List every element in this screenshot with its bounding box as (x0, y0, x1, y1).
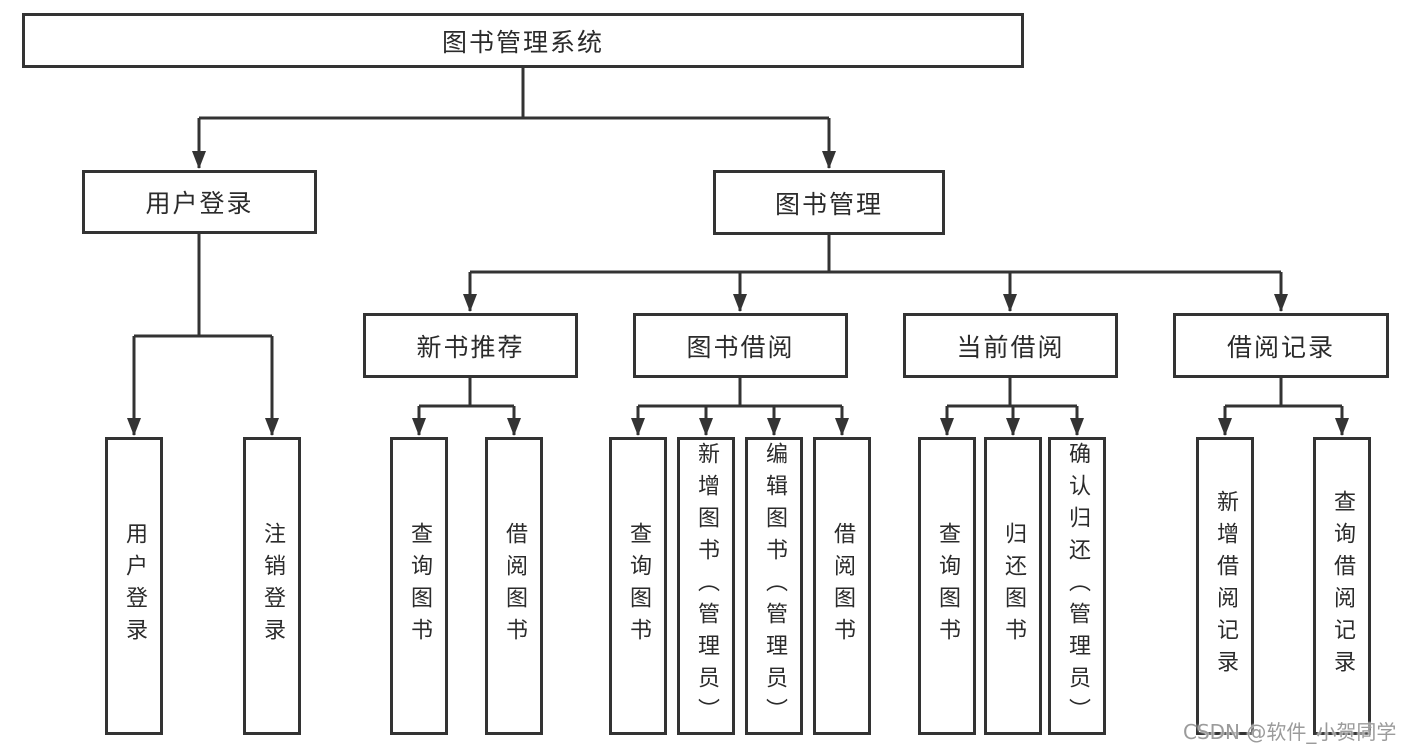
node-borrowing-records-label: 借阅记录 (1226, 332, 1335, 362)
node-borrowing-records: 借阅记录 (1173, 313, 1389, 378)
csdn-watermark: CSDN @软件_小贺同学 (1183, 720, 1397, 744)
leaf-query-books-current-label: 查询图书 (935, 522, 960, 650)
leaf-confirm-return-admin: 确认归还（管理员） (1048, 437, 1106, 735)
leaf-borrow-books-recommend: 借阅图书 (485, 437, 543, 735)
node-book-borrowing: 图书借阅 (633, 313, 848, 378)
leaf-user-login: 用户登录 (105, 437, 163, 735)
leaf-return-books-label: 归还图书 (1001, 522, 1026, 650)
leaf-query-books-borrowing: 查询图书 (609, 437, 667, 735)
leaf-user-login-label: 用户登录 (122, 522, 147, 650)
leaf-query-borrow-record: 查询借阅记录 (1313, 437, 1371, 735)
leaf-add-books-admin: 新增图书（管理员） (677, 437, 735, 735)
node-new-book-recommendation: 新书推荐 (363, 313, 578, 378)
leaf-query-books-current: 查询图书 (918, 437, 976, 735)
leaf-edit-books-admin: 编辑图书（管理员） (745, 437, 803, 735)
node-new-book-recommendation-label: 新书推荐 (416, 332, 525, 362)
leaf-borrow-books-recommend-label: 借阅图书 (502, 522, 527, 650)
leaf-return-books: 归还图书 (984, 437, 1042, 735)
leaf-add-borrow-record: 新增借阅记录 (1196, 437, 1254, 735)
node-user-login-label: 用户登录 (145, 189, 254, 218)
leaf-borrow-books-borrowing-label: 借阅图书 (830, 522, 855, 650)
node-book-management-label: 图书管理 (774, 189, 883, 219)
leaf-query-books-recommend: 查询图书 (390, 437, 448, 735)
leaf-query-borrow-record-label: 查询借阅记录 (1330, 490, 1355, 682)
node-system-root: 图书管理系统 (22, 13, 1024, 68)
leaf-query-books-recommend-label: 查询图书 (407, 522, 432, 650)
leaf-borrow-books-borrowing: 借阅图书 (813, 437, 871, 735)
node-user-login: 用户登录 (82, 170, 317, 234)
node-book-borrowing-label: 图书借阅 (686, 332, 795, 362)
leaf-edit-books-admin-label: 编辑图书（管理员） (762, 442, 787, 730)
leaf-logout-label: 注销登录 (260, 522, 285, 650)
node-current-borrowing: 当前借阅 (903, 313, 1118, 378)
leaf-query-books-borrowing-label: 查询图书 (626, 522, 651, 650)
leaf-confirm-return-admin-label: 确认归还（管理员） (1065, 442, 1090, 730)
node-system-root-label: 图书管理系统 (441, 27, 604, 57)
node-book-management: 图书管理 (713, 170, 945, 235)
leaf-logout: 注销登录 (243, 437, 301, 735)
node-current-borrowing-label: 当前借阅 (956, 332, 1065, 362)
leaf-add-books-admin-label: 新增图书（管理员） (694, 442, 719, 730)
leaf-add-borrow-record-label: 新增借阅记录 (1213, 490, 1238, 682)
